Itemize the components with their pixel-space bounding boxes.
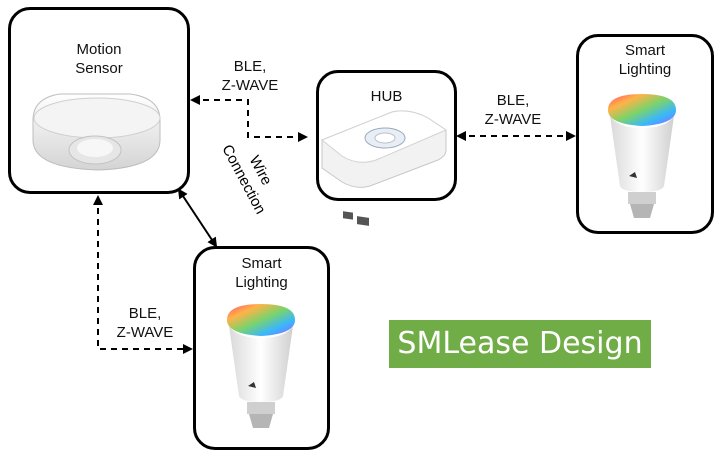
brand-banner: SMLease Design	[389, 320, 651, 368]
hub-lighting-link-label: BLE, Z-WAVE	[484, 92, 542, 128]
link-sensor-lighting-wireless	[93, 195, 193, 354]
link-sensor-lighting-wire	[177, 188, 218, 248]
smart-bulb-icon	[227, 304, 295, 428]
smart-lighting-right-title: Smart Lighting	[618, 42, 672, 78]
sensor-hub-link-label: BLE, Z-WAVE	[221, 58, 279, 94]
smart-lighting-bottom-node: Smart Lighting	[193, 246, 330, 450]
motion-sensor-node: Motion Sensor	[8, 7, 190, 194]
smart-bulb-icon	[608, 94, 676, 218]
smart-lighting-right-node: Smart Lighting	[576, 34, 714, 234]
motion-sensor-icon	[32, 93, 161, 171]
hub-device-icon	[321, 110, 448, 226]
hub-node: HUB	[316, 70, 457, 201]
motion-sensor-title: Motion Sensor	[75, 41, 123, 77]
hub-title: HUB	[370, 88, 403, 105]
link-sensor-hub	[190, 95, 308, 142]
smart-lighting-bottom-title: Smart Lighting	[235, 255, 288, 291]
sensor-lighting-wireless-label: BLE, Z-WAVE	[116, 305, 174, 341]
